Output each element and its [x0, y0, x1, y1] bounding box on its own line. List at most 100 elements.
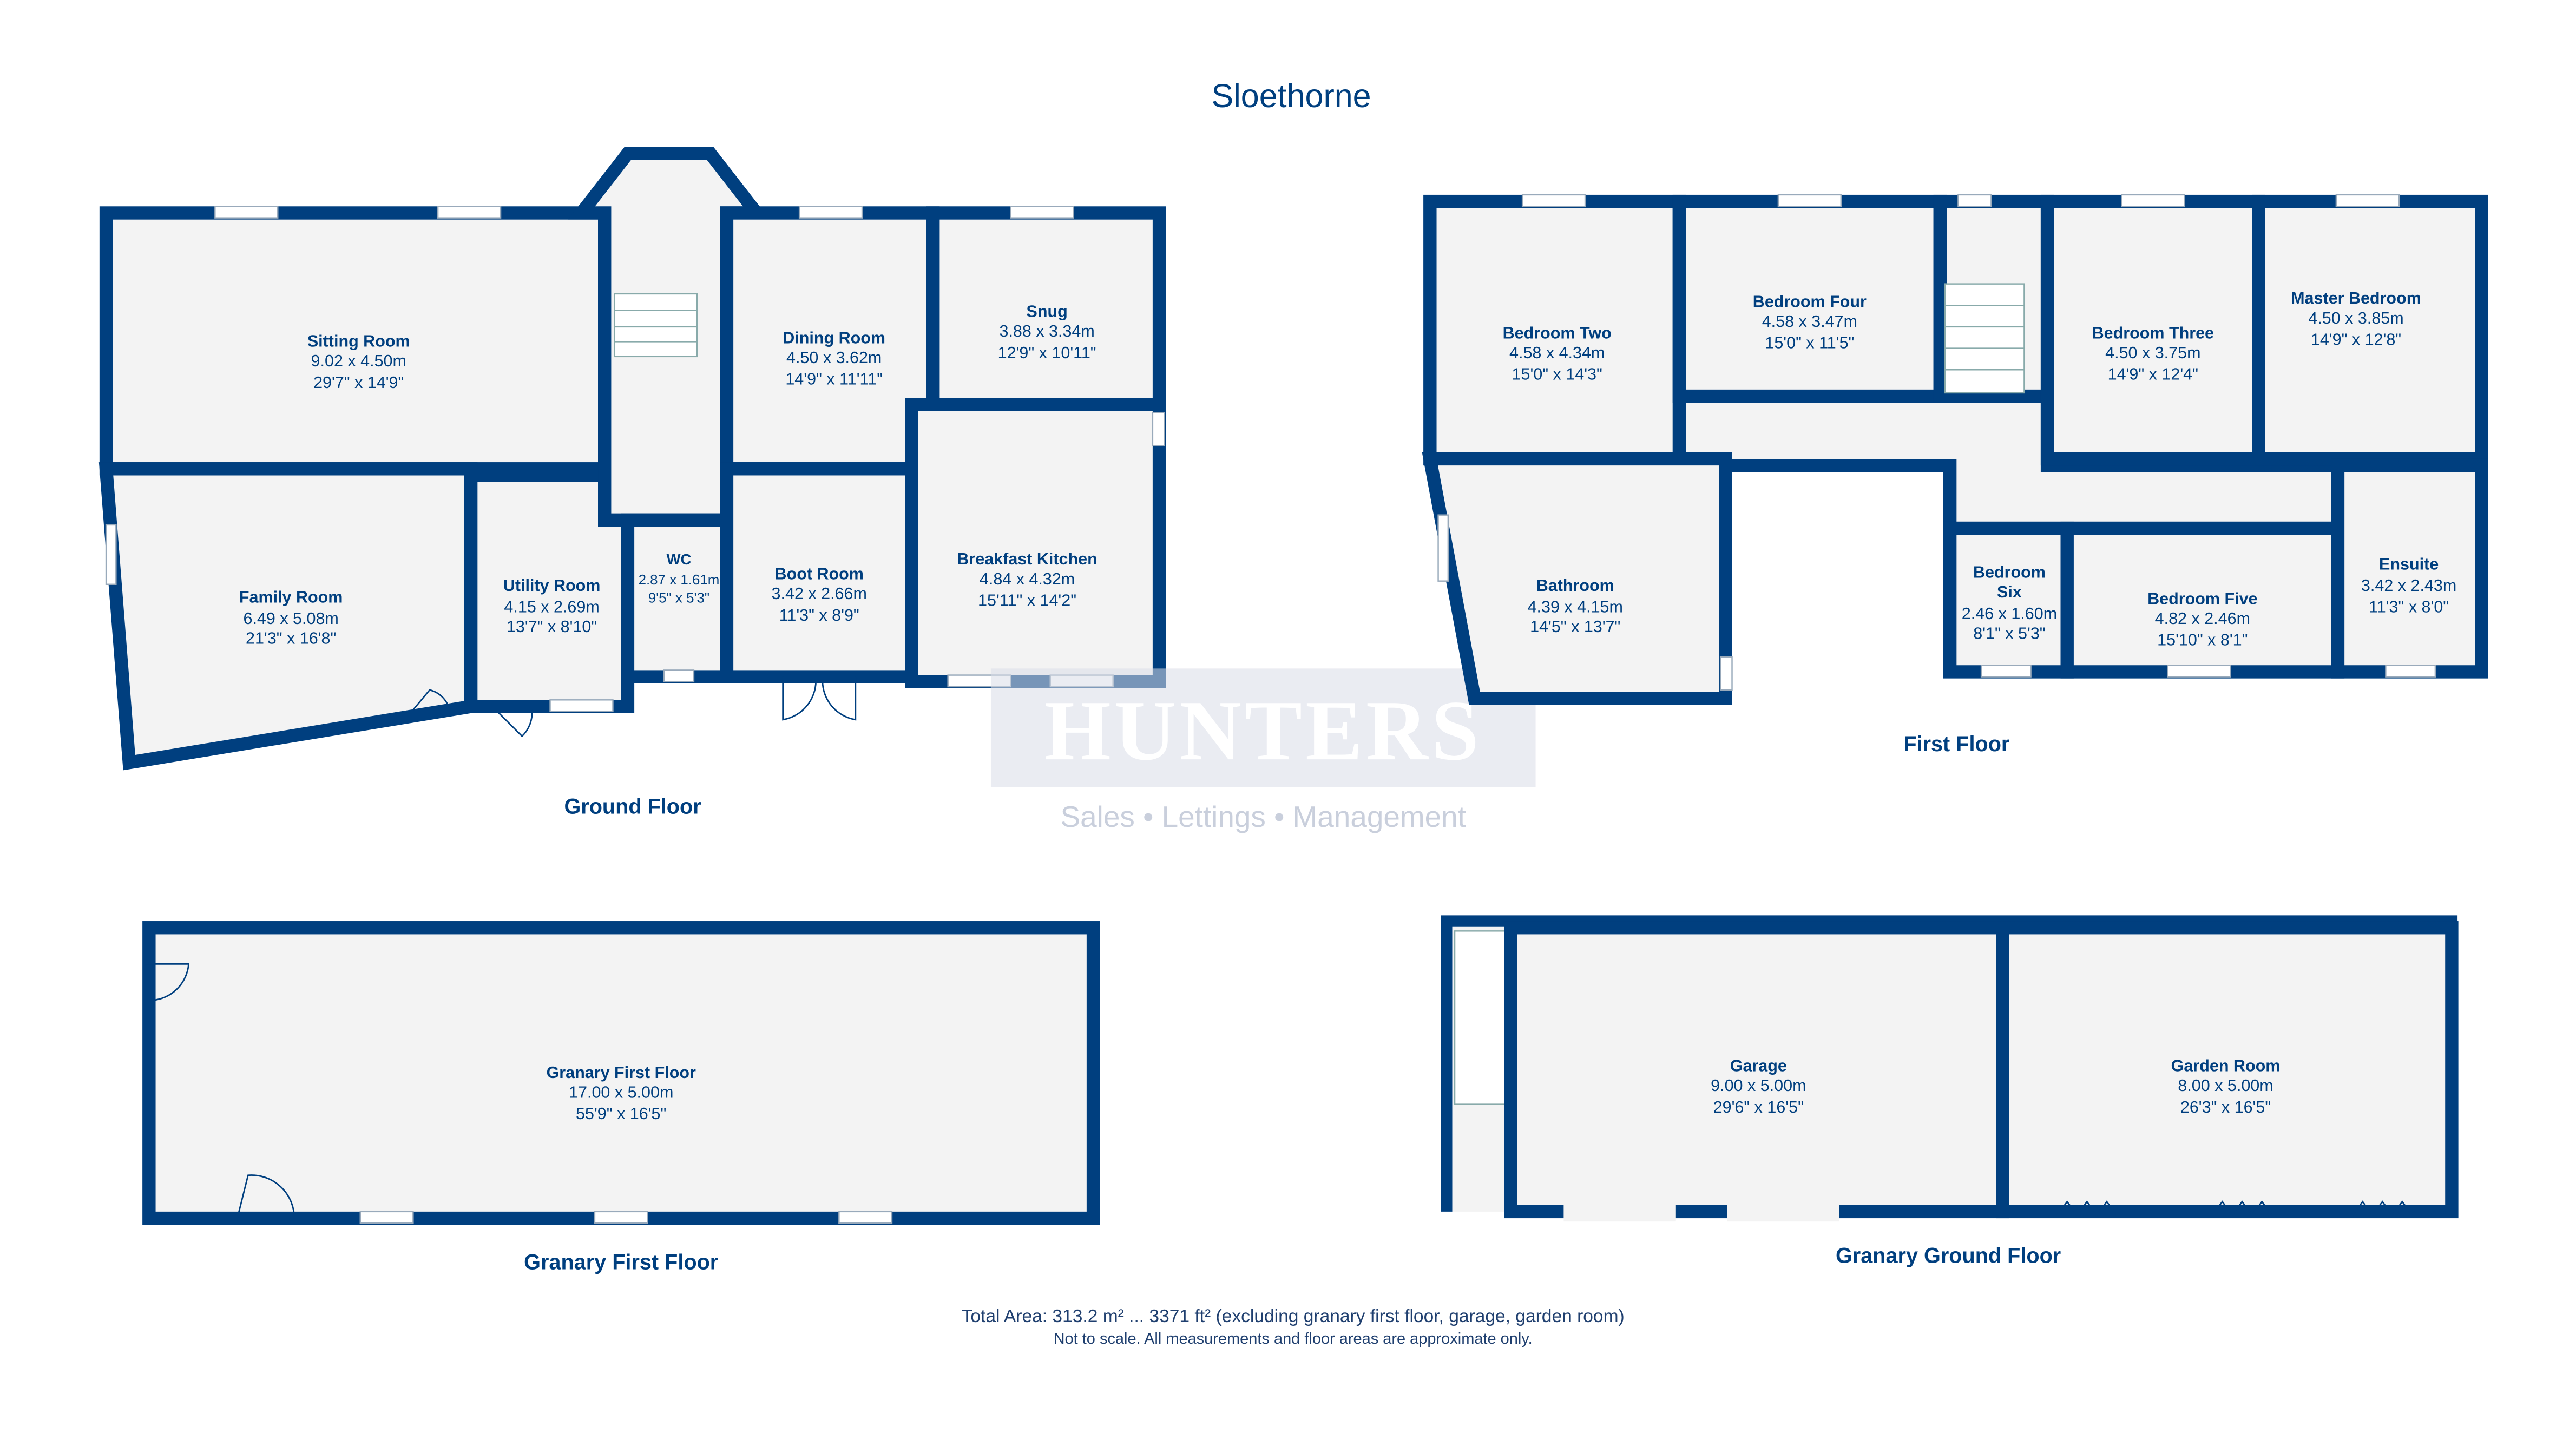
room-breakfast-kitchen: [905, 398, 1166, 688]
room-size-imperial: 21'3" x 16'8": [246, 629, 336, 648]
room-name: Bedroom Five: [2147, 589, 2257, 608]
window: [1010, 206, 1074, 219]
window: [105, 524, 117, 586]
window: [1521, 194, 1586, 207]
room-size-imperial: 8'1" x 5'3": [1973, 624, 2045, 642]
room-name: Bedroom Four: [1753, 292, 1867, 311]
room-size-metric: 3.42 x 2.66m: [772, 584, 867, 603]
window: [2167, 665, 2231, 678]
room-name: Ensuite: [2379, 555, 2439, 573]
window: [1777, 194, 1842, 207]
total-area: Total Area: 313.2 m² ... 3371 ft² (exclu…: [962, 1306, 1625, 1326]
room-size-metric: 17.00 x 5.00m: [569, 1083, 673, 1101]
watermark-tagline: Sales • Lettings • Management: [1061, 800, 1466, 833]
first-floor-labels: Bedroom Two 4.58 x 4.34m 15'0" x 14'3" B…: [1503, 289, 2457, 756]
room-size-metric: 2.87 x 1.61m: [639, 573, 720, 588]
room-size-imperial: 15'0" x 11'5": [1765, 334, 1854, 352]
room-name: Sitting Room: [307, 332, 410, 351]
ground-floor-labels: Sitting Room 9.02 x 4.50m 29'7" x 14'9" …: [239, 303, 1098, 819]
room-size-imperial: 9'5" x 5'3": [648, 590, 709, 606]
window: [594, 1211, 648, 1224]
room-bedroom-five: [2060, 521, 2345, 679]
door: [495, 709, 533, 738]
room-name: Bedroom: [1973, 563, 2046, 582]
window: [359, 1211, 414, 1224]
room-size-metric: 4.50 x 3.62m: [786, 349, 882, 367]
room-name: Dining Room: [783, 328, 885, 347]
room-name: Garage: [1730, 1057, 1787, 1075]
window: [2385, 665, 2436, 678]
window: [1152, 412, 1165, 446]
window: [2121, 194, 2185, 207]
room-size-imperial: 15'0" x 14'3": [1512, 365, 1602, 384]
door: [146, 963, 190, 1001]
first-floor-plan: [1422, 194, 2488, 705]
room-size-metric: 4.15 x 2.69m: [504, 598, 599, 616]
room-size-metric: 4.84 x 4.32m: [980, 570, 1075, 588]
window: [2335, 194, 2400, 207]
room-size-metric: 3.42 x 2.43m: [2361, 576, 2456, 595]
room-name: Garden Room: [2171, 1057, 2281, 1075]
room-name: Six: [1997, 583, 2022, 601]
floor-label-ground: Ground Floor: [564, 795, 701, 819]
room-size-imperial: 14'5" x 13'7": [1530, 617, 1620, 636]
hunters-watermark: HUNTERS Sales • Lettings • Management: [990, 668, 1536, 833]
granary-ground-floor-plan: Garage 9.00 x 5.00m 29'6" x 16'5" Garden…: [1441, 915, 2459, 1267]
room-snug: [926, 206, 1166, 411]
room-size-imperial: 55'9" x 16'5": [576, 1105, 666, 1123]
window: [437, 206, 502, 219]
room-size-imperial: 11'3" x 8'9": [779, 606, 859, 625]
room-granary-first-floor: [142, 921, 1100, 1225]
room-size-metric: 4.50 x 3.85m: [2308, 309, 2403, 327]
room-size-metric: 8.00 x 5.00m: [2178, 1076, 2273, 1095]
room-name: Family Room: [239, 588, 343, 606]
room-size-imperial: 11'3" x 8'0": [2369, 598, 2449, 616]
floor-label-granary-first: Granary First Floor: [524, 1251, 718, 1274]
room-size-imperial: 15'10" x 8'1": [2157, 631, 2248, 649]
bifold-doors: [2056, 1200, 2413, 1217]
staircase: [614, 293, 698, 358]
room-size-imperial: 15'11" x 14'2": [978, 591, 1076, 609]
room-size-metric: 4.58 x 4.34m: [1509, 344, 1605, 362]
door: [412, 689, 450, 711]
room-size-imperial: 14'9" x 12'8": [2311, 330, 2401, 349]
room-size-metric: 4.39 x 4.15m: [1528, 598, 1623, 616]
plan-title: Sloethorne: [1212, 77, 1371, 114]
room-size-metric: 9.02 x 4.50m: [311, 352, 406, 370]
room-size-metric: 2.46 x 1.60m: [1962, 604, 2057, 623]
garage-door-opening: [1727, 1201, 1839, 1222]
door: [235, 1174, 295, 1222]
disclaimer: Not to scale. All measurements and floor…: [1054, 1330, 1533, 1348]
room-size-metric: 4.50 x 3.75m: [2105, 344, 2200, 362]
room-name: WC: [667, 551, 692, 568]
staircase: [1454, 930, 1508, 1105]
room-size-imperial: 14'9" x 12'4": [2108, 365, 2198, 384]
room-size-imperial: 14'9" x 11'11": [785, 370, 883, 389]
room-size-metric: 4.82 x 2.46m: [2155, 609, 2250, 628]
window: [549, 699, 614, 712]
room-size-imperial: 12'9" x 10'11": [998, 344, 1096, 362]
french-doors: [782, 676, 857, 721]
window: [1980, 665, 2032, 678]
window: [838, 1211, 893, 1224]
floor-label-first: First Floor: [1903, 732, 2009, 756]
ground-floor-plan: [98, 147, 1166, 771]
room-name: Granary First Floor: [547, 1063, 696, 1082]
room-size-metric: 3.88 x 3.34m: [1000, 322, 1095, 340]
room-name: Bedroom Two: [1503, 324, 1612, 342]
room-name: Boot Room: [775, 565, 864, 583]
room-name: Master Bedroom: [2291, 289, 2421, 307]
window: [798, 206, 863, 219]
staircase: [1944, 283, 2025, 394]
garage-door-opening: [1563, 1201, 1676, 1222]
room-bathroom: [1422, 452, 1732, 705]
room-ensuite: [2331, 458, 2488, 679]
room-size-metric: 6.49 x 5.08m: [243, 609, 338, 628]
floor-label-granary-ground: Granary Ground Floor: [1836, 1244, 2061, 1267]
room-name: Bathroom: [1536, 576, 1614, 595]
window: [1437, 514, 1449, 582]
watermark-logo: HUNTERS: [1044, 683, 1482, 778]
window: [214, 206, 279, 219]
granary-first-floor-plan: Granary First Floor 17.00 x 5.00m 55'9" …: [142, 921, 1100, 1274]
window: [1957, 194, 1992, 207]
